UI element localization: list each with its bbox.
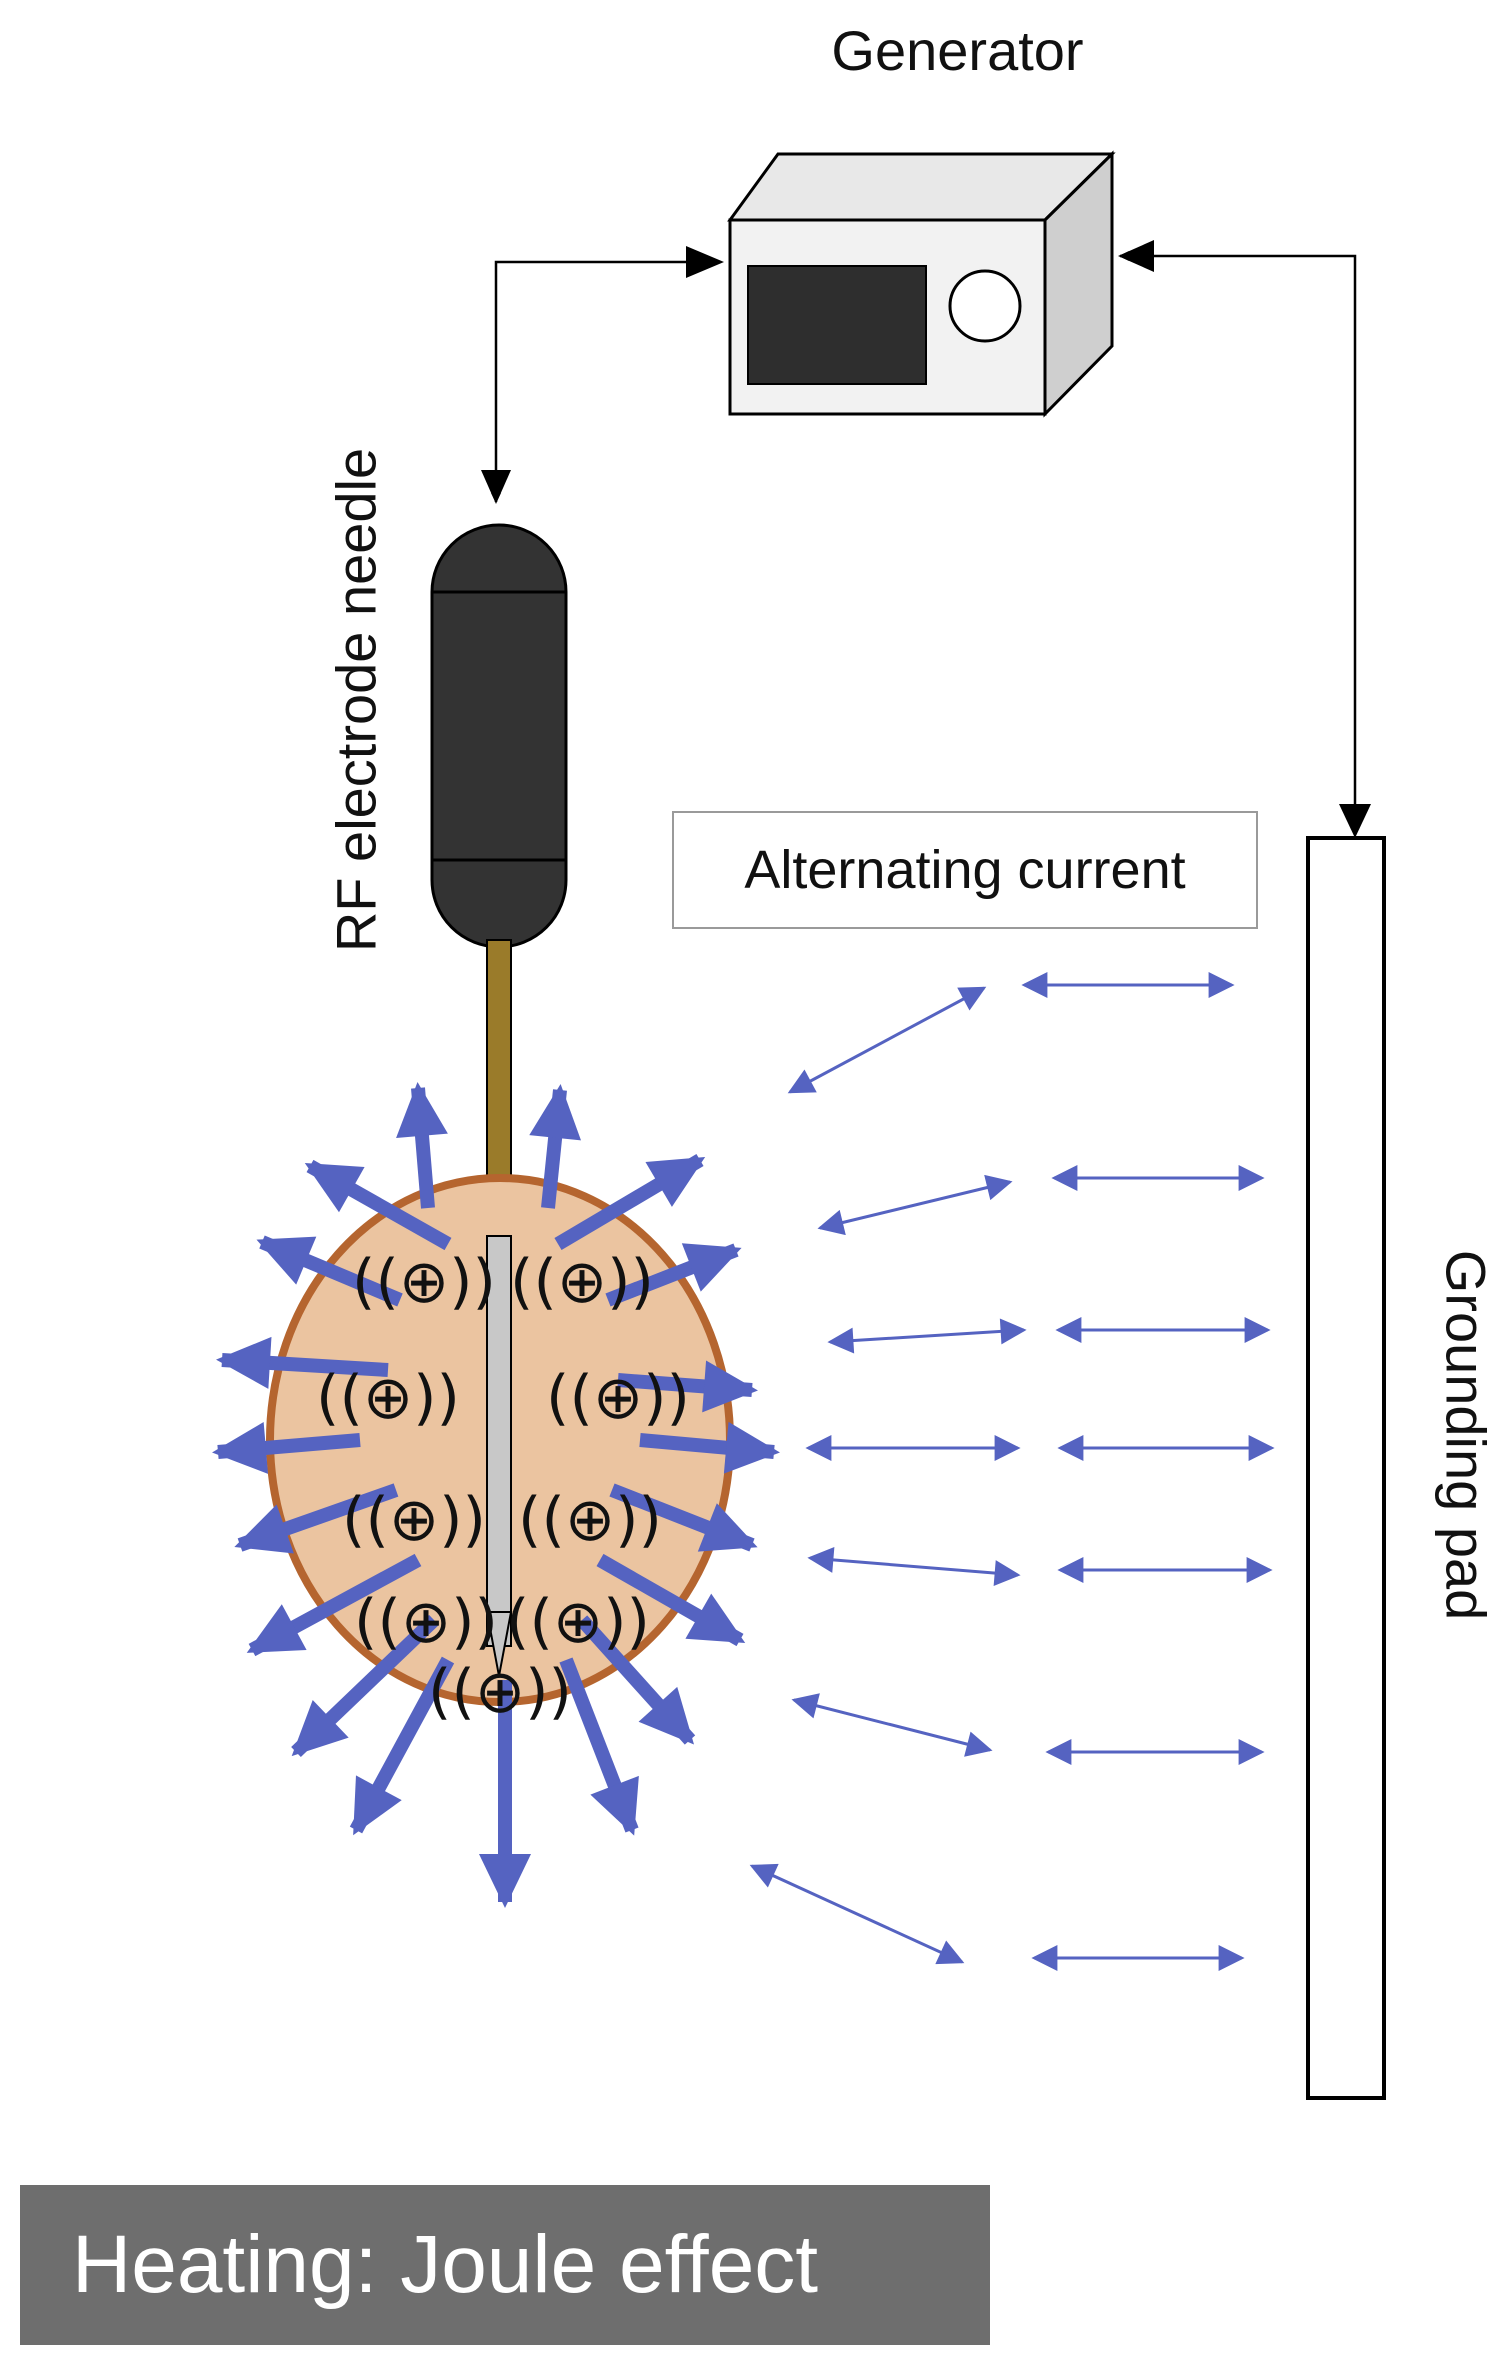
ion-symbol-1: ((⊕)) [352, 1247, 496, 1317]
radial-arrowhead-6 [681, 1243, 742, 1292]
generator-label: Generator [831, 19, 1084, 82]
connection-lines [491, 251, 1360, 836]
ion-symbol-6: ((⊕)) [518, 1485, 662, 1555]
radial-arrowhead-14 [685, 1593, 746, 1643]
radial-arrowhead-5 [256, 1236, 317, 1285]
rf-needle-point [485, 1611, 513, 1677]
black-arrowheads [481, 240, 1371, 838]
radial-arrowhead-15 [291, 1700, 349, 1757]
ac-double-arrow-9 [807, 1546, 1021, 1587]
radial-arrowhead-16 [638, 1686, 695, 1745]
generator-to-pad-line [1119, 251, 1360, 836]
ac-double-arrow-1 [787, 986, 987, 1094]
radial-arrowhead-12 [697, 1503, 758, 1552]
ion-symbol-5: ((⊕)) [342, 1485, 486, 1555]
alternating-current-box: Alternating current [672, 811, 1258, 929]
generator-screen [747, 265, 927, 385]
generator-device [727, 150, 1116, 418]
ion-symbol-3: ((⊕)) [316, 1363, 460, 1433]
radial-arrowhead-10 [723, 1421, 780, 1474]
radial-arrowhead-17 [353, 1775, 402, 1836]
generator-knob [948, 269, 1022, 343]
radial-arrowhead-13 [246, 1604, 307, 1653]
generator-to-needle-line [491, 257, 721, 503]
rf-needle-label: RF electrode needle [324, 447, 388, 953]
radial-arrowhead-7 [216, 1336, 272, 1389]
radial-arrowhead-9 [212, 1422, 269, 1474]
alternating-current-arrows [749, 972, 1275, 1971]
caption-banner: Heating: Joule effect [20, 2185, 990, 2345]
radial-arrowhead-3 [304, 1163, 365, 1213]
radial-arrowhead-1 [396, 1082, 448, 1138]
ac-double-arrow-3 [817, 1174, 1013, 1236]
ion-symbol-4: ((⊕)) [546, 1363, 690, 1433]
caption-text: Heating: Joule effect [72, 2219, 819, 2310]
alternating-current-label: Alternating current [744, 840, 1186, 900]
ion-symbol-9: ((⊕)) [428, 1657, 572, 1727]
radial-arrowhead-11 [234, 1504, 294, 1554]
grounding-pad-label: Grounding pad [1434, 1249, 1498, 1621]
ac-double-arrow-5 [827, 1318, 1027, 1354]
grounding-pad [1306, 836, 1386, 2100]
ac-double-arrow-11 [791, 1693, 993, 1757]
radial-heat-arrows [212, 1082, 780, 1908]
ion-symbol-7: ((⊕)) [354, 1587, 498, 1657]
ion-symbol-8: ((⊕)) [506, 1587, 650, 1657]
rf-needle-handle [430, 523, 568, 949]
ion-symbol-2: ((⊕)) [510, 1247, 654, 1317]
radial-arrowhead-19 [479, 1854, 531, 1908]
radial-arrowhead-4 [645, 1156, 706, 1207]
rf-needle-tip [486, 1235, 512, 1647]
radial-arrowhead-8 [702, 1360, 758, 1413]
ion-symbols: ((⊕))((⊕))((⊕))((⊕))((⊕))((⊕))((⊕))((⊕))… [316, 1247, 690, 1727]
ac-double-arrow-13 [749, 1863, 965, 1965]
radial-arrowhead-2 [529, 1084, 582, 1141]
radial-arrowhead-18 [590, 1775, 639, 1836]
